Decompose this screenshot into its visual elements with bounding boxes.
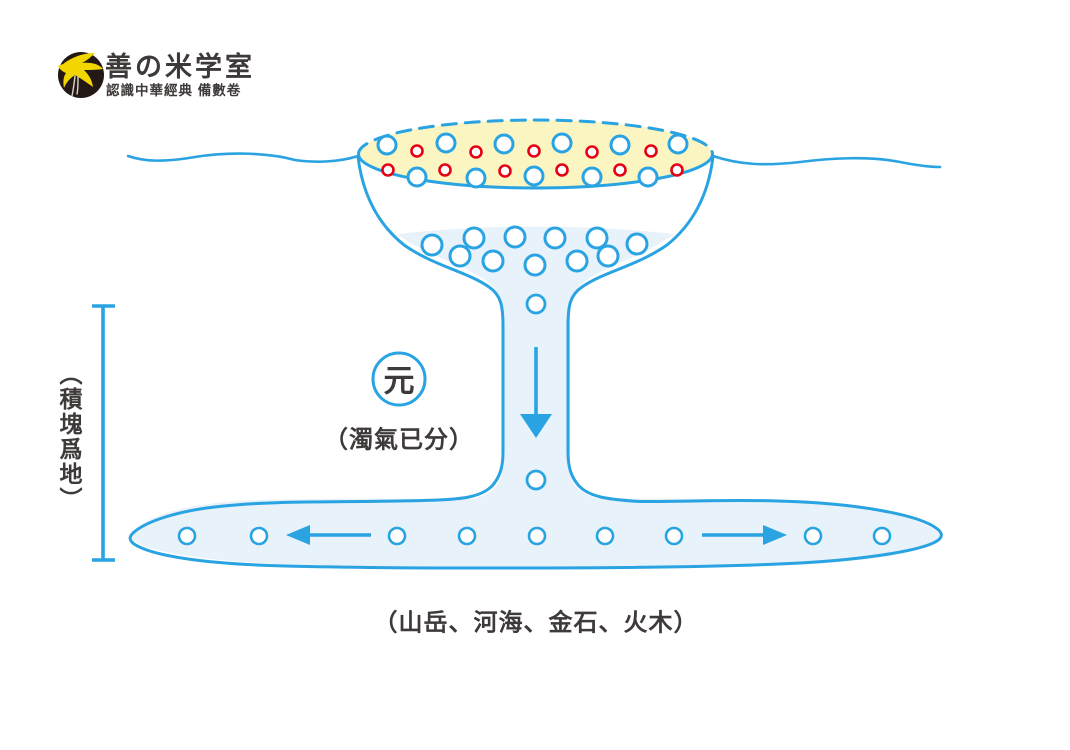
particle-ring xyxy=(435,132,457,154)
particle-ring xyxy=(637,166,659,188)
water-line-right xyxy=(711,154,942,169)
down-arrow-icon xyxy=(520,347,552,438)
particle-ring xyxy=(872,526,892,546)
base-bubbles xyxy=(177,526,892,546)
particle-ring xyxy=(387,526,407,546)
swallow-bird-icon xyxy=(58,53,103,97)
particle-ring xyxy=(527,526,547,546)
particle-ring xyxy=(457,526,477,546)
particle-ring xyxy=(625,232,649,256)
particle-ring xyxy=(644,144,658,158)
particle-ring xyxy=(581,166,603,188)
particle-ring xyxy=(438,163,452,177)
particle-ring xyxy=(585,145,599,159)
water-surface-lines xyxy=(126,152,942,169)
particle-ring xyxy=(469,145,483,159)
particle-ring xyxy=(613,163,627,177)
logo-subtitle: 認識中華經典 備數卷 xyxy=(106,83,242,98)
particle-ring xyxy=(420,233,444,257)
particle-ring xyxy=(527,144,541,158)
depth-bracket xyxy=(92,304,115,562)
particle-ring xyxy=(462,226,486,250)
particle-ring xyxy=(177,526,197,546)
particle-ring xyxy=(503,225,527,249)
particle-ring xyxy=(498,164,512,178)
particle-ring xyxy=(249,526,269,546)
yuan-stage-label: 元 xyxy=(383,363,415,399)
flow-arrows xyxy=(286,347,787,545)
particle-ring xyxy=(406,166,428,188)
particle-ring xyxy=(523,253,547,277)
turbid-qi-particles xyxy=(381,144,684,178)
particle-ring xyxy=(465,167,487,189)
bowl-bubbles xyxy=(420,225,649,277)
stage-note-label: （濁氣已分） xyxy=(324,426,474,454)
particle-ring xyxy=(609,134,631,156)
clear-qi-particles xyxy=(376,132,689,189)
particle-ring xyxy=(667,133,689,155)
particle-ring xyxy=(410,144,424,158)
particle-ring xyxy=(481,249,505,273)
particle-ring xyxy=(596,244,620,268)
water-line-left xyxy=(126,152,360,163)
particle-ring xyxy=(670,163,684,177)
sky-ellipse-solid-arc xyxy=(357,152,714,190)
particle-ring xyxy=(525,293,547,315)
particle-ring xyxy=(376,134,398,156)
particle-ring xyxy=(448,244,472,268)
earth-accumulation-label: （積塊爲地） xyxy=(56,362,82,512)
particle-ring xyxy=(523,165,545,187)
particle-ring xyxy=(585,226,609,250)
right-arrow-icon xyxy=(702,525,787,545)
yuan-stage-circle xyxy=(371,351,427,407)
logo-badge xyxy=(58,52,104,98)
earth-contents-label: （山岳、河海、金石、火木） xyxy=(373,609,699,637)
particle-ring xyxy=(493,133,515,155)
stem-bubbles xyxy=(525,293,547,491)
particle-ring xyxy=(595,526,615,546)
particle-ring xyxy=(551,132,573,154)
left-arrow-icon xyxy=(286,525,371,545)
vessel-outline xyxy=(128,155,943,570)
particle-ring xyxy=(525,469,547,491)
particle-ring xyxy=(543,226,567,250)
particle-ring xyxy=(565,249,589,273)
particle-ring xyxy=(381,163,395,177)
sky-ellipse-dashed-arc xyxy=(357,118,714,156)
particle-ring xyxy=(664,526,684,546)
particle-ring xyxy=(555,163,569,177)
logo-title: 善の米学室 xyxy=(105,52,255,82)
particle-ring xyxy=(803,526,823,546)
